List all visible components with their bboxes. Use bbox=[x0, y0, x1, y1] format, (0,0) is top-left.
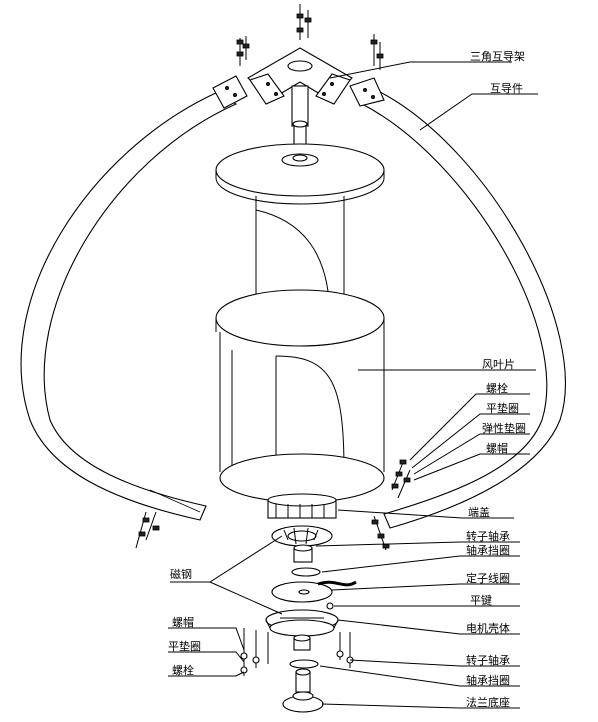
label-bolt-upper: 螺栓 bbox=[486, 381, 508, 395]
guide-arm-right bbox=[360, 91, 566, 529]
guide-arm-left bbox=[20, 91, 238, 521]
label-flat-key: 平键 bbox=[470, 593, 492, 607]
label-bearing-retainer-lower: 轴承挡圈 bbox=[466, 673, 510, 687]
label-motor-housing: 电机壳体 bbox=[466, 621, 510, 635]
side-bolt-groups bbox=[135, 459, 411, 551]
label-end-cap: 端盖 bbox=[468, 505, 490, 519]
arm-bracket-left bbox=[212, 75, 248, 109]
triangle-guide-frame bbox=[247, 47, 353, 105]
label-flat-washer-lower: 平垫圈 bbox=[168, 639, 201, 653]
label-flange-base: 法兰底座 bbox=[466, 695, 510, 709]
label-nut-upper: 螺帽 bbox=[486, 442, 508, 455]
middle-disc bbox=[215, 289, 385, 347]
label-bearing-retainer-upper: 轴承挡圈 bbox=[466, 543, 510, 557]
top-bolt-stacks bbox=[236, 4, 384, 70]
end-cap bbox=[267, 493, 337, 519]
label-spring-washer: 弹性垫圈 bbox=[482, 421, 526, 435]
magnet-steel-ring bbox=[271, 525, 333, 547]
label-guide-piece: 互导件 bbox=[490, 82, 523, 95]
rotor-bearing-lower bbox=[293, 634, 311, 651]
leader-lines bbox=[168, 61, 538, 709]
rotor-bearing-upper bbox=[293, 544, 313, 563]
stator-coil bbox=[271, 580, 357, 603]
label-triangle-frame: 三角互导架 bbox=[470, 50, 525, 63]
lower-blade-cylinder bbox=[219, 332, 385, 503]
motor-housing bbox=[265, 609, 339, 637]
bearing-retainer-upper bbox=[291, 567, 321, 577]
flat-key bbox=[326, 602, 334, 610]
label-magnet-steel: 磁钢 bbox=[170, 568, 192, 581]
label-flat-washer-upper: 平垫圈 bbox=[486, 401, 519, 415]
label-stator-coil: 定子线圈 bbox=[466, 571, 510, 585]
top-disc bbox=[215, 143, 385, 205]
part-labels: 三角互导架 互导件 风叶片 螺栓 平垫圈 弹性垫圈 螺帽 端盖 转子轴承 轴承挡… bbox=[168, 50, 526, 709]
label-nut-lower: 螺帽 bbox=[172, 616, 194, 629]
label-rotor-bearing-lower: 转子轴承 bbox=[466, 653, 510, 667]
arm-bracket-right bbox=[349, 77, 385, 107]
bearing-retainer-lower bbox=[289, 659, 319, 669]
label-rotor-bearing-upper: 转子轴承 bbox=[466, 529, 510, 543]
lower-bolt-groups bbox=[240, 628, 354, 676]
label-bolt-lower: 螺栓 bbox=[172, 663, 194, 677]
label-blade: 风叶片 bbox=[482, 358, 515, 371]
flange-base bbox=[282, 668, 324, 713]
